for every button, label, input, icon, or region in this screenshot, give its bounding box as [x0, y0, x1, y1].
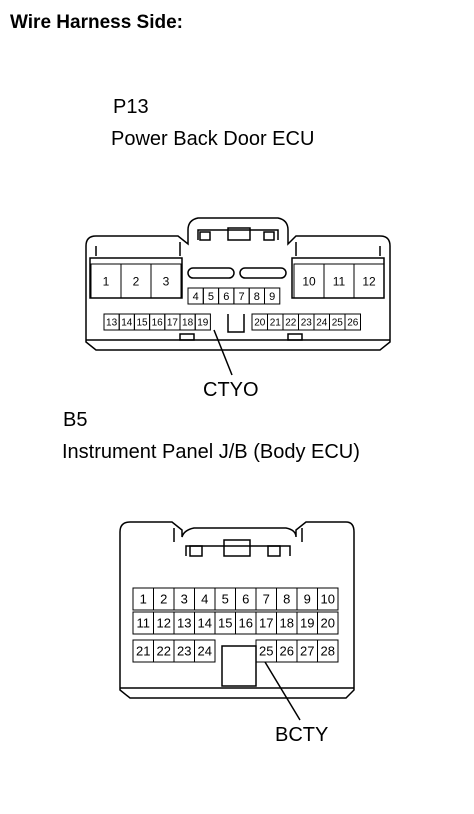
b5-pin-label-26: 26 — [280, 644, 294, 659]
b5-pin-label-16: 16 — [239, 616, 253, 631]
p13-pin-label-24: 24 — [316, 318, 328, 329]
b5-pin-label-20: 20 — [321, 616, 335, 631]
b5-leader-line — [264, 661, 301, 721]
b5-pin-label-24: 24 — [198, 644, 212, 659]
b5-pin-label-2: 2 — [160, 592, 167, 607]
p13-pin-label-19: 19 — [197, 318, 209, 329]
b5-pin-label-23: 23 — [177, 644, 191, 659]
p13-pin-label-21: 21 — [270, 318, 282, 329]
p13-pin-label-14: 14 — [121, 318, 133, 329]
b5-pin-label-13: 13 — [177, 616, 191, 631]
p13-pin-cell-9 — [264, 287, 281, 305]
p13-pin-label-22: 22 — [285, 318, 297, 329]
p13-pin-label-3: 3 — [163, 274, 170, 288]
p13-pin-label-20: 20 — [254, 318, 266, 329]
b5-pin-label-6: 6 — [242, 592, 249, 607]
p13-pin-label-15: 15 — [136, 318, 148, 329]
p13-pin-label-4: 4 — [193, 291, 199, 303]
p13-wire-label: CTYO — [203, 379, 259, 401]
b5-pin-label-7: 7 — [263, 592, 270, 607]
p13-pin-cell-26 — [344, 313, 361, 331]
p13-pin-label-25: 25 — [332, 318, 344, 329]
b5-pin-cell-10 — [317, 587, 339, 611]
p13-pin-label-1: 1 — [103, 274, 110, 288]
p13-pin-cell-19 — [194, 313, 211, 331]
p13-pin-label-5: 5 — [208, 291, 214, 303]
b5-pin-label-15: 15 — [218, 616, 232, 631]
p13-pin-label-26: 26 — [347, 318, 359, 329]
b5-pin-label-4: 4 — [201, 592, 208, 607]
p13-pin-label-7: 7 — [238, 291, 244, 303]
p13-pin-label-23: 23 — [301, 318, 313, 329]
b5-pin-label-27: 27 — [300, 644, 314, 659]
b5-pin-label-19: 19 — [300, 616, 314, 631]
b5-pin-cell-24 — [194, 639, 216, 663]
b5-pin-label-18: 18 — [280, 616, 294, 631]
b5-pin-label-12: 12 — [157, 616, 171, 631]
b5-pin-label-25: 25 — [259, 644, 273, 659]
b5-pin-label-21: 21 — [136, 644, 150, 659]
p13-pin-cell-12 — [353, 263, 385, 299]
page-heading: Wire Harness Side: — [10, 12, 184, 33]
b5-wire-label: BCTY — [275, 724, 329, 746]
p13-pin-label-17: 17 — [167, 318, 179, 329]
b5-pin-label-8: 8 — [283, 592, 290, 607]
p13-pin-label-16: 16 — [152, 318, 164, 329]
p13-pin-label-8: 8 — [254, 291, 260, 303]
b5-pin-cell-20 — [317, 611, 339, 635]
p13-pin-label-18: 18 — [182, 318, 194, 329]
p13-pin-label-10: 10 — [302, 274, 316, 288]
p13-pin-label-11: 11 — [333, 274, 346, 288]
b5-pin-label-28: 28 — [321, 644, 335, 659]
b5-pin-label-17: 17 — [259, 616, 273, 631]
p13-pin-label-9: 9 — [269, 291, 275, 303]
b5-pin-label-10: 10 — [321, 592, 335, 607]
b5-pin-label-22: 22 — [157, 644, 171, 659]
b5-connector-code: B5 — [63, 409, 88, 431]
p13-pin-label-2: 2 — [133, 274, 140, 288]
b5-pin-label-3: 3 — [181, 592, 188, 607]
p13-connector-code: P13 — [113, 96, 149, 118]
b5-pin-label-1: 1 — [140, 592, 147, 607]
p13-pin-label-12: 12 — [362, 274, 376, 288]
p13-leader-line — [213, 329, 233, 376]
b5-connector-name: Instrument Panel J/B (Body ECU) — [62, 441, 360, 463]
b5-connector-body — [119, 521, 355, 699]
p13-pin-label-13: 13 — [106, 318, 118, 329]
b5-pin-cell-28 — [317, 639, 339, 663]
p13-pin-label-6: 6 — [223, 291, 229, 303]
b5-pin-label-5: 5 — [222, 592, 229, 607]
b5-pin-label-11: 11 — [137, 616, 151, 631]
p13-connector-name: Power Back Door ECU — [111, 128, 315, 150]
b5-pin-label-14: 14 — [198, 616, 212, 631]
b5-pin-label-9: 9 — [304, 592, 311, 607]
p13-pin-cell-3 — [150, 263, 182, 299]
